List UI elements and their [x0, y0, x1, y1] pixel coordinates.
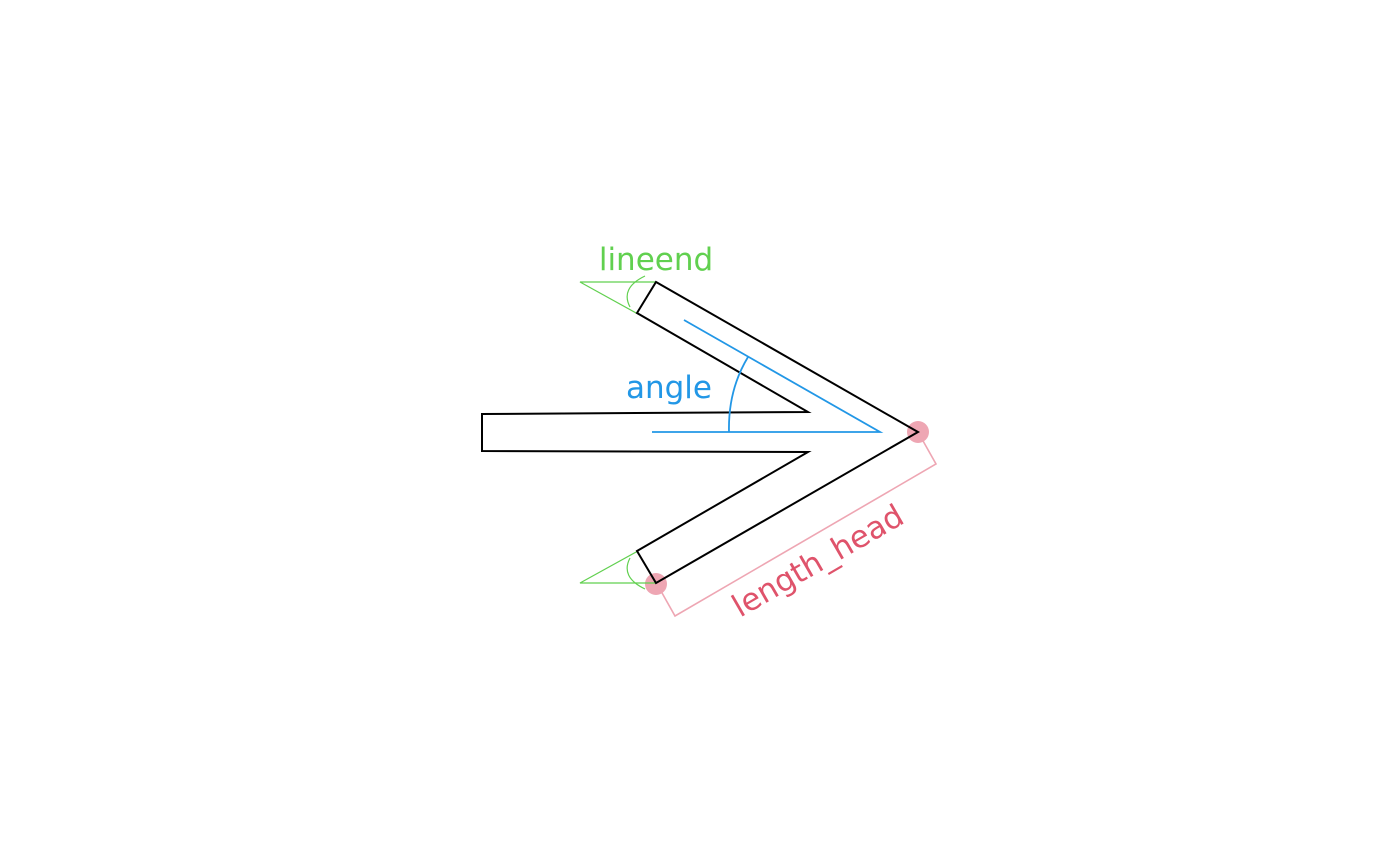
- lineend-annotation-upper: [579, 275, 656, 315]
- angle-lines: [652, 319, 884, 433]
- arrow-outline: [481, 280, 921, 585]
- lineend-cap-wedge-upper: [579, 281, 656, 315]
- lineend-annotation-lower: [579, 550, 656, 590]
- angle-arc: [728, 356, 749, 433]
- lineend-cap-wedge-lower: [579, 550, 656, 584]
- lineend-cap-arc-upper: [626, 275, 646, 308]
- length-head-bracket: [656, 431, 938, 618]
- angle-annotation: [652, 319, 884, 433]
- lineend-label: lineend: [599, 242, 713, 278]
- angle-label: angle: [626, 370, 712, 406]
- lineend-cap-arc-lower: [626, 557, 646, 590]
